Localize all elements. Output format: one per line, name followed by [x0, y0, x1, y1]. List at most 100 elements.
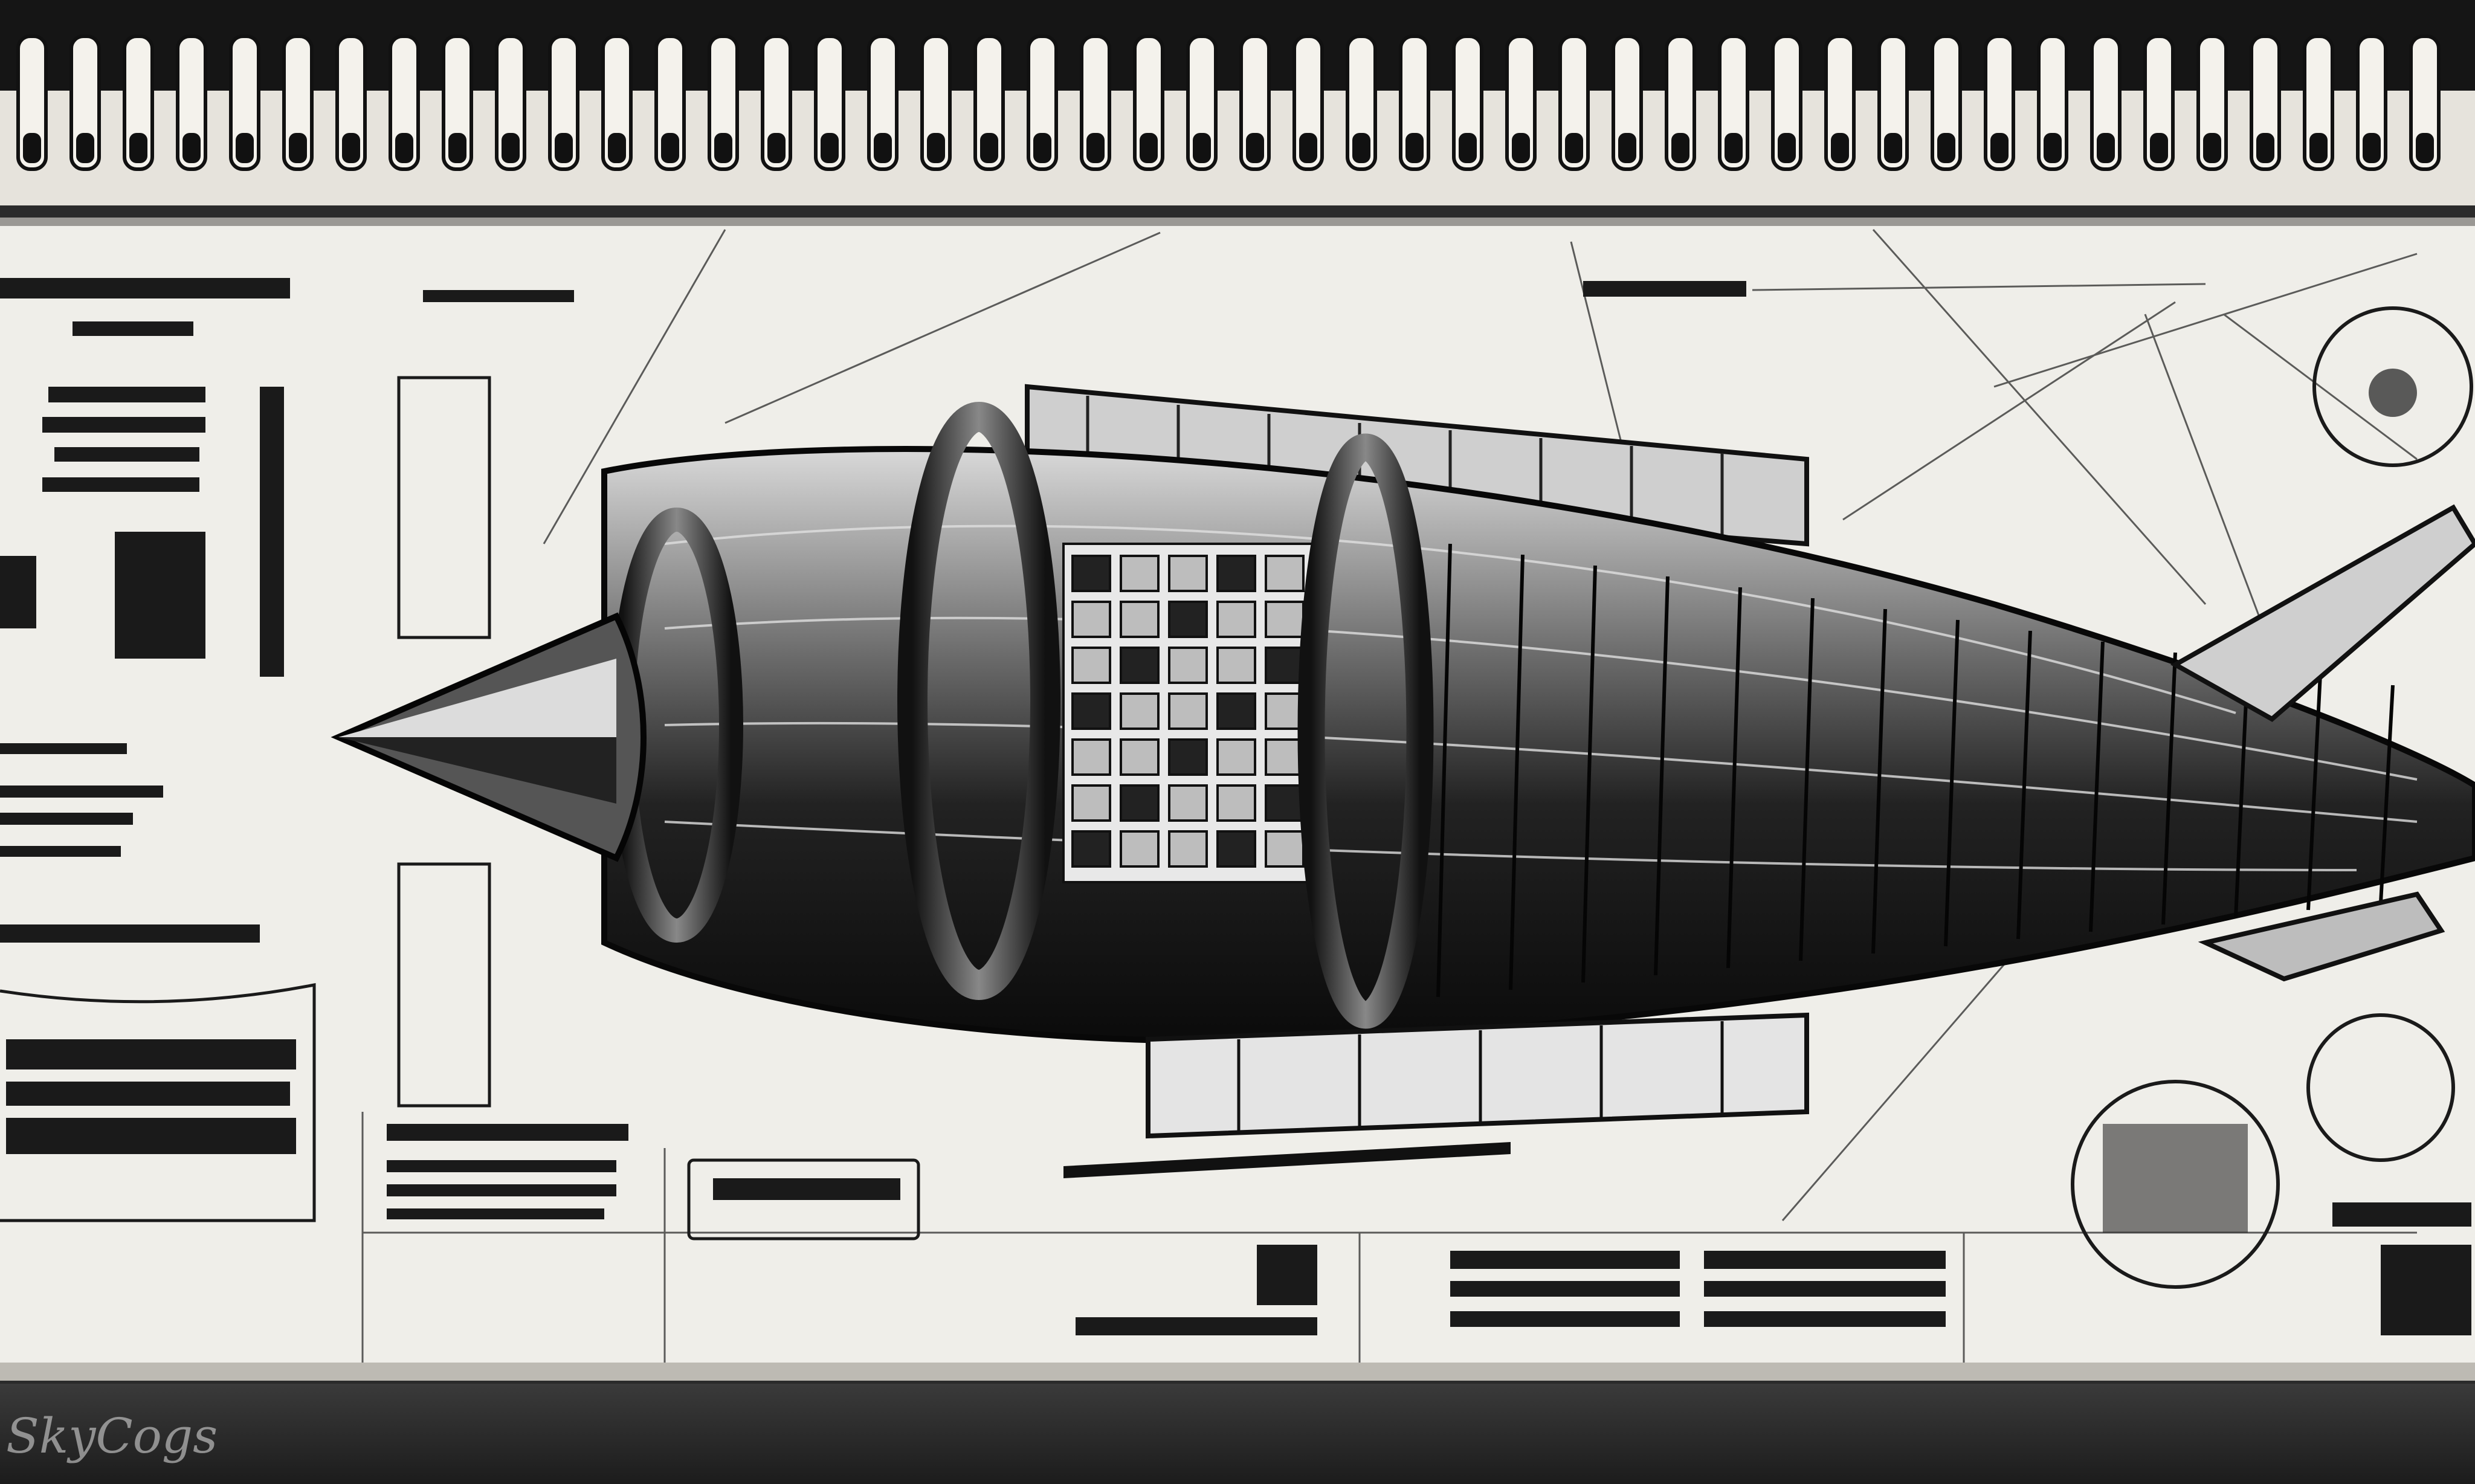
comb-tooth-shadow [2150, 133, 2168, 163]
artist-signature: SkyCogs [6, 1408, 218, 1464]
hull-window [1168, 830, 1208, 868]
comb-tooth-shadow [236, 133, 254, 163]
airship-illustration [331, 384, 2475, 1178]
hull-window [1071, 647, 1111, 684]
comb-tooth-shadow [76, 133, 94, 163]
hull-window [1071, 830, 1111, 868]
comb-tooth-shadow [182, 133, 201, 163]
hull-window [1216, 647, 1256, 684]
hull-window [1168, 555, 1208, 592]
hull-window [1265, 738, 1305, 776]
comb-tooth-shadow [1299, 133, 1317, 163]
comb-tooth-shadow [1405, 133, 1424, 163]
hull-window [1216, 555, 1256, 592]
comb-tooth-shadow [502, 133, 520, 163]
top-comb-frame [0, 0, 2475, 205]
hull-window [1168, 784, 1208, 822]
comb-tooth-shadow [1937, 133, 1955, 163]
hull-window [1265, 784, 1305, 822]
hull-window [1120, 647, 1160, 684]
comb-tooth-shadow [129, 133, 147, 163]
hull-window [1120, 738, 1160, 776]
hull-rib [2379, 685, 2395, 903]
comb-tooth-shadow [1831, 133, 1849, 163]
hull-window [1120, 784, 1160, 822]
comb-tooth-shadow [1033, 133, 1051, 163]
comb-tooth-shadow [2044, 133, 2062, 163]
hull-window [1265, 555, 1305, 592]
hull-rings [610, 402, 1434, 1029]
comb-tooth-shadow [874, 133, 892, 163]
floor-strip [0, 1384, 2475, 1484]
hull-rib [1509, 554, 1525, 990]
comb-tooth-shadow [1884, 133, 1902, 163]
comb-tooth-shadow [2363, 133, 2381, 163]
comb-tooth-shadow [980, 133, 998, 163]
hull-window [1120, 555, 1160, 592]
hull-rib [1436, 543, 1452, 998]
comb-tooth-shadow [1140, 133, 1158, 163]
left-notes [0, 278, 290, 943]
comb-tooth-shadow [1086, 133, 1105, 163]
hull-window [1120, 601, 1160, 638]
left-panel-frame [0, 376, 920, 1240]
hull-window [1168, 647, 1208, 684]
hull-rib [1799, 598, 1815, 961]
hull-window [1216, 692, 1256, 730]
comb-tooth-shadow [2309, 133, 2328, 163]
comb-tooth-shadow [821, 133, 839, 163]
comb-tooth-shadow [395, 133, 413, 163]
comb-tooth-shadow [927, 133, 945, 163]
comb-tooth-shadow [23, 133, 41, 163]
hull-rib [1871, 608, 1887, 954]
hull-rib [1581, 565, 1597, 983]
hull-window [1216, 830, 1256, 868]
comb-tooth-shadow [448, 133, 466, 163]
hull-rib [2016, 630, 2032, 940]
hull-window [1216, 601, 1256, 638]
hull-window [1265, 830, 1305, 868]
hull-window [1265, 601, 1305, 638]
comb-tooth-shadow [1246, 133, 1264, 163]
hull-rib [2306, 674, 2322, 911]
construction-lines [361, 229, 2418, 1363]
hull-rib [2089, 641, 2105, 932]
comb-tooth-shadow [608, 133, 626, 163]
comb-tooth-shadow [342, 133, 360, 163]
comb-tooth-shadow [555, 133, 573, 163]
comb-tooth-shadow [714, 133, 732, 163]
comb-tooth-shadow [1990, 133, 2009, 163]
comb-tooth-shadow [1671, 133, 1689, 163]
hull-window [1168, 692, 1208, 730]
hull-window [1071, 784, 1111, 822]
comb-tooth-shadow [661, 133, 679, 163]
comb-tooth-shadow [767, 133, 786, 163]
comb-tooth-shadow [1193, 133, 1211, 163]
hull-window [1071, 555, 1111, 592]
hull-window [1216, 738, 1256, 776]
comb-tooth-shadow [1618, 133, 1636, 163]
comb-tooth-shadow [1352, 133, 1370, 163]
comb-tooth-shadow [2416, 133, 2434, 163]
comb-tooth-shadow [289, 133, 307, 163]
comb-tooth-shadow [2256, 133, 2274, 163]
hull-window [1071, 692, 1111, 730]
hull-window [1168, 738, 1208, 776]
comb-tooth-shadow [2203, 133, 2221, 163]
comb-tooth-shadow [1459, 133, 1477, 163]
comb-tooth-shadow [1725, 133, 1743, 163]
hull-window [1120, 692, 1160, 730]
hull-window [1071, 738, 1111, 776]
hull-window [1265, 647, 1305, 684]
comb-tooth-shadow [1565, 133, 1583, 163]
hull-rib [2161, 652, 2177, 925]
hull-window [1216, 784, 1256, 822]
hull-window [1168, 601, 1208, 638]
hull-window [1071, 601, 1111, 638]
hull-rib [1654, 576, 1670, 976]
comb-tooth-shadow [1512, 133, 1530, 163]
hull-rib [1726, 587, 1742, 969]
hull-rib [1944, 619, 1960, 947]
